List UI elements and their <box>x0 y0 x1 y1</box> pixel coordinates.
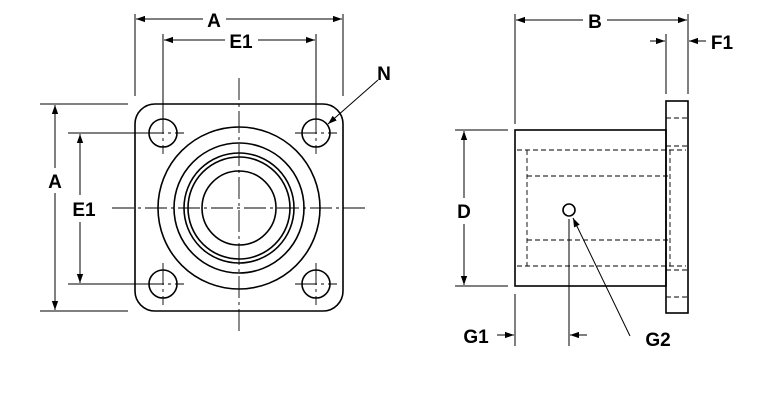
dimension-a-vertical: A <box>40 103 128 312</box>
leader-n: N <box>327 64 391 125</box>
square-flange-outline <box>134 103 344 312</box>
label-g1: G1 <box>463 327 489 348</box>
bearing-outer-circle <box>183 152 295 264</box>
flange-outline <box>665 100 689 314</box>
flange-hub-circle <box>157 126 321 290</box>
label-n: N <box>377 64 391 85</box>
housing-outer-circle <box>173 142 305 274</box>
mounting-hole-bottom-right <box>295 263 337 305</box>
bearing-inner-circle <box>187 156 291 260</box>
leader-g2: G2 <box>572 217 671 351</box>
dimension-e1-horizontal: E1 <box>162 32 317 118</box>
dimension-d: D <box>455 129 508 287</box>
body-outline <box>514 129 667 287</box>
lube-hole-circle <box>562 203 576 217</box>
label-d: D <box>457 202 471 223</box>
mounting-hole-top-right <box>295 112 337 154</box>
dimension-e1-vertical: E1 <box>68 132 150 285</box>
side-view: B F1 D G1 G2 <box>455 12 734 351</box>
label-f1: F1 <box>711 33 734 54</box>
label-e1-horizontal: E1 <box>229 32 253 53</box>
dimension-b: B <box>514 12 689 124</box>
label-a-vertical: A <box>48 172 62 193</box>
dimension-g1: G1 <box>463 219 587 348</box>
label-a-horizontal: A <box>207 11 221 32</box>
dimension-a-horizontal: A <box>134 11 344 96</box>
dimension-f1: F1 <box>650 33 734 94</box>
label-b: B <box>588 12 602 33</box>
bore-circle <box>201 170 277 246</box>
front-view: A E1 N A E1 <box>40 11 391 334</box>
label-g2: G2 <box>645 330 670 351</box>
label-e1-vertical: E1 <box>72 200 96 221</box>
